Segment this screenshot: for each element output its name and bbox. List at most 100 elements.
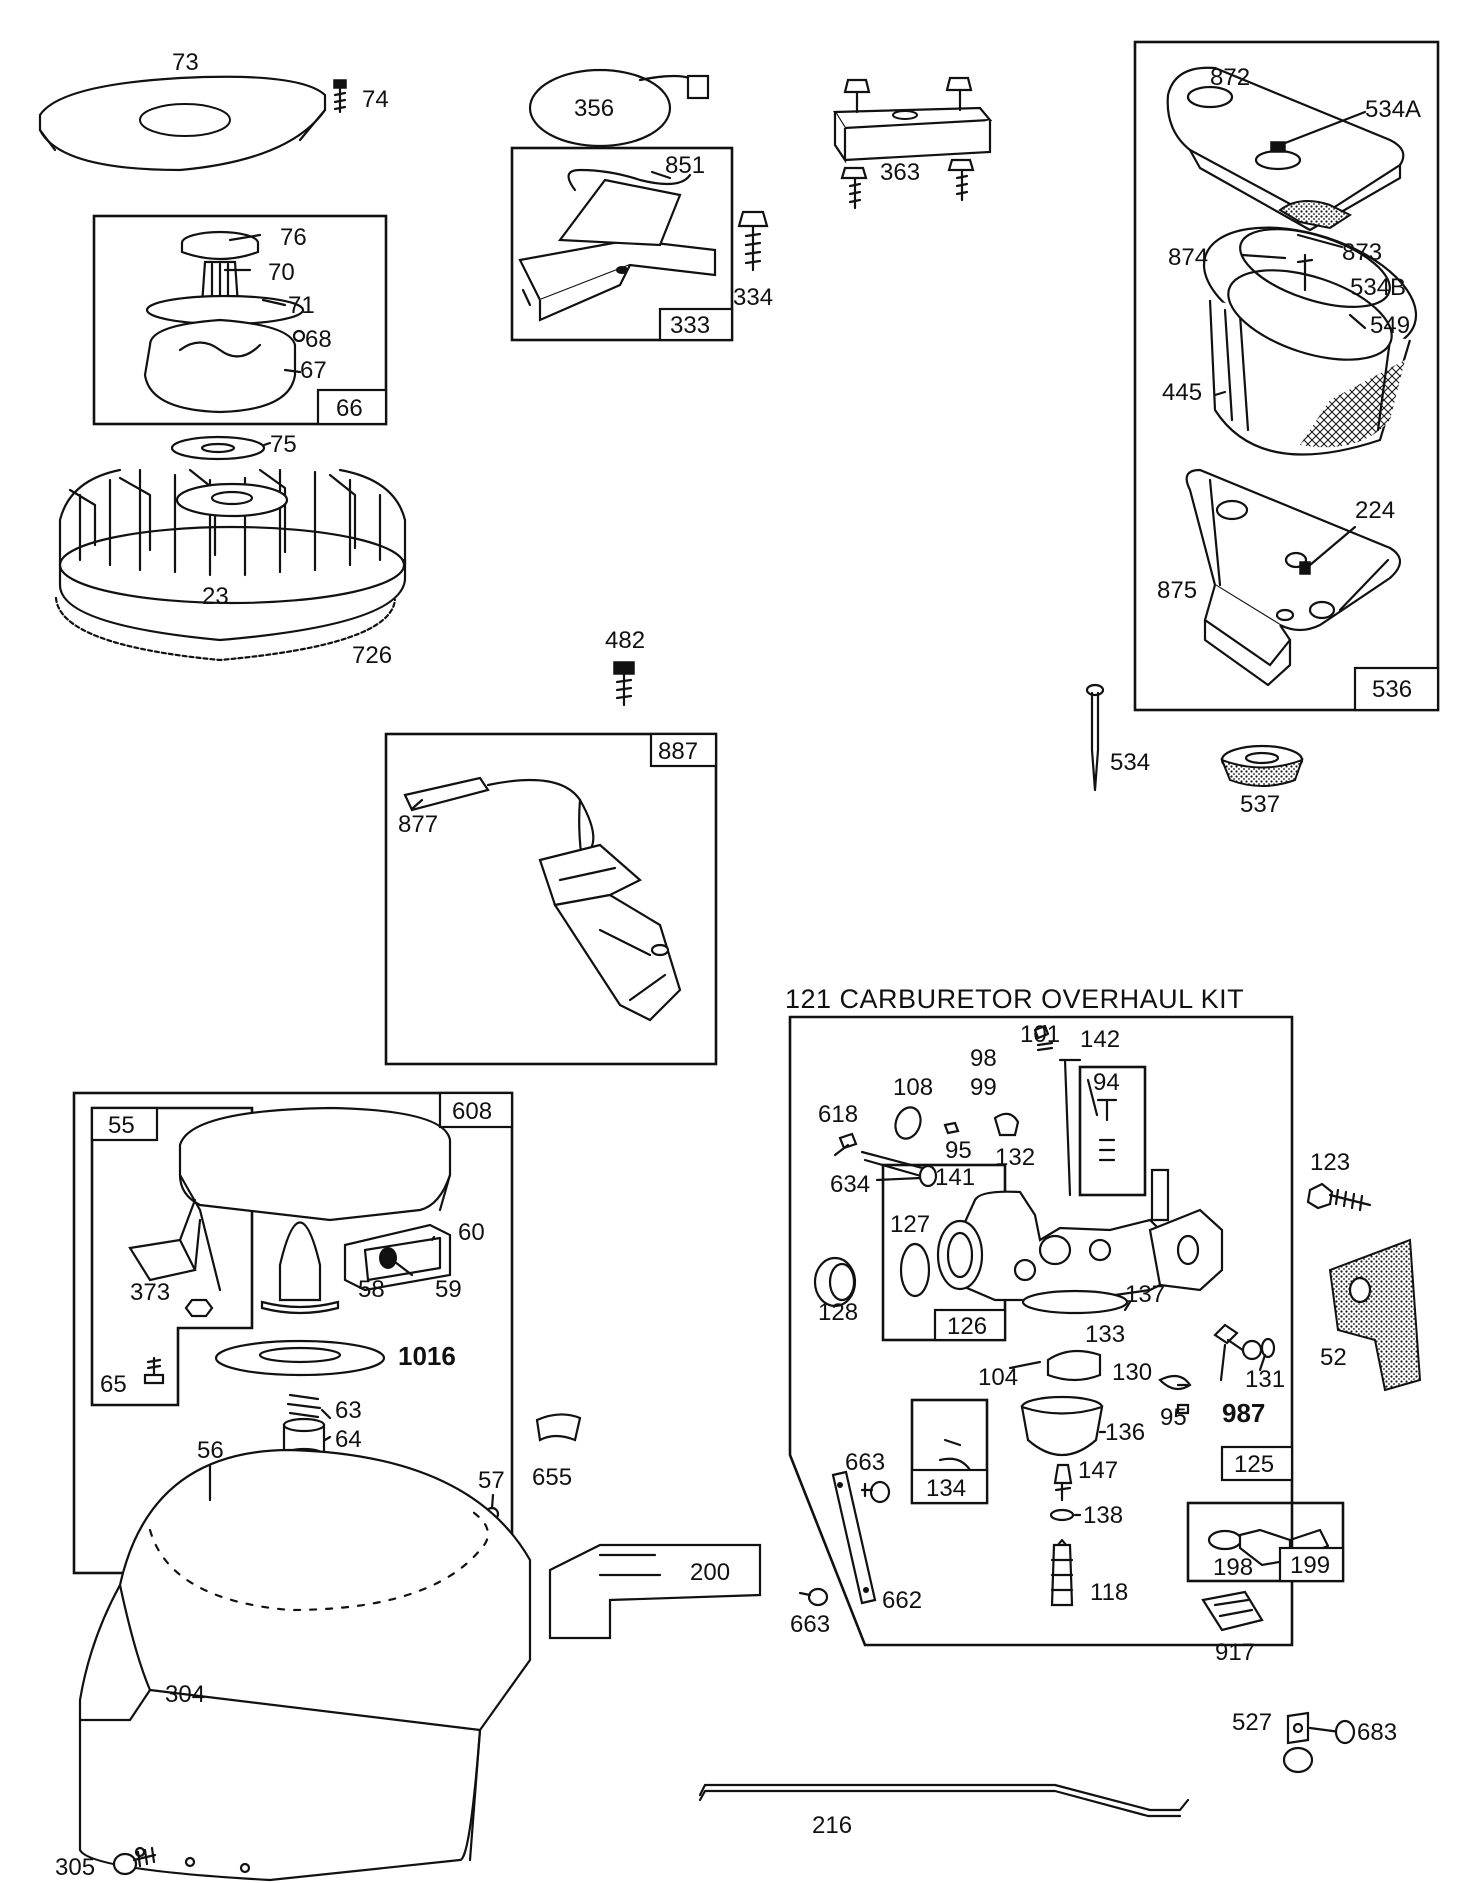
clamp-527-683-part xyxy=(1282,1711,1356,1774)
throttle-plate-108-part xyxy=(894,1106,922,1140)
label-136: 136 xyxy=(1105,1419,1145,1446)
grommet-537-part xyxy=(1220,744,1304,787)
label-59: 59 xyxy=(435,1276,462,1303)
label-1016: 1016 xyxy=(398,1341,456,1371)
label-987: 987 xyxy=(1222,1398,1265,1428)
label-663a: 663 xyxy=(845,1449,885,1476)
label-123: 123 xyxy=(1310,1149,1350,1176)
starter-housing-part xyxy=(128,1106,452,1318)
tag-125 xyxy=(1220,1445,1294,1482)
tag-199 xyxy=(1278,1546,1345,1583)
label-127: 127 xyxy=(890,1211,930,1238)
label-134: 134 xyxy=(926,1475,966,1502)
label-655: 655 xyxy=(532,1464,572,1491)
rod-534-part xyxy=(1085,683,1105,792)
spring-63-part xyxy=(286,1393,322,1419)
label-199: 199 xyxy=(1290,1552,1330,1579)
air-cleaner-cover-872-part xyxy=(1166,66,1405,232)
wire-356-part xyxy=(528,68,710,148)
tag-887 xyxy=(649,732,718,768)
tag-333 xyxy=(658,307,734,342)
carburetor-kit-title: 121 CARBURETOR OVERHAUL KIT xyxy=(785,984,1244,1014)
label-138: 138 xyxy=(1083,1502,1123,1529)
spring-134-part xyxy=(938,1438,972,1472)
label-56: 56 xyxy=(197,1437,224,1464)
label-482: 482 xyxy=(605,627,645,654)
label-133: 133 xyxy=(1085,1321,1125,1348)
air-cleaner-base-875-part xyxy=(1185,468,1402,687)
box-66 xyxy=(92,214,388,426)
gasket-127-part xyxy=(899,1242,931,1298)
primer-198-part xyxy=(1207,1528,1330,1567)
label-683: 683 xyxy=(1357,1719,1397,1746)
label-63: 63 xyxy=(335,1397,362,1424)
label-373: 373 xyxy=(130,1279,170,1306)
label-130: 130 xyxy=(1112,1359,1152,1386)
label-142: 142 xyxy=(1080,1026,1120,1053)
screw-305-part xyxy=(112,1846,157,1876)
label-98: 98 xyxy=(970,1045,997,1072)
label-108: 108 xyxy=(893,1074,933,1101)
needle-101-part xyxy=(1058,1058,1082,1197)
screw-65-part xyxy=(143,1356,165,1385)
label-101: 101 xyxy=(1020,1021,1060,1048)
label-95b: 95 xyxy=(1160,1404,1187,1431)
air-filter-445-part xyxy=(1202,226,1418,456)
nozzle-118-part xyxy=(1050,1538,1074,1607)
label-73: 73 xyxy=(172,49,199,76)
tag-66 xyxy=(316,388,388,426)
blower-housing-304-part xyxy=(78,1448,532,1882)
label-131: 131 xyxy=(1245,1366,1285,1393)
screw-98-99-part xyxy=(1033,1024,1054,1052)
label-534A: 534A xyxy=(1365,96,1421,123)
label-917: 917 xyxy=(1215,1639,1255,1666)
plate-130-part xyxy=(1158,1374,1192,1391)
label-200: 200 xyxy=(690,1559,730,1586)
screw-334-part xyxy=(737,210,769,272)
label-887: 887 xyxy=(658,738,698,765)
label-527: 527 xyxy=(1232,1709,1272,1736)
screw-94-part xyxy=(1096,1098,1118,1162)
float-bowl-gasket-137-part xyxy=(1021,1289,1129,1315)
leader-lines xyxy=(208,110,1367,1517)
label-872: 872 xyxy=(1210,64,1250,91)
label-66: 66 xyxy=(336,395,363,422)
label-104: 104 xyxy=(978,1364,1018,1391)
rotating-screen-part xyxy=(38,75,327,172)
cap-132-part xyxy=(993,1112,1020,1137)
label-537: 537 xyxy=(1240,791,1280,818)
screw-618-part xyxy=(838,1132,858,1150)
label-608: 608 xyxy=(452,1098,492,1125)
label-851: 851 xyxy=(665,152,705,179)
label-95: 95 xyxy=(945,1137,972,1164)
label-57: 57 xyxy=(478,1467,505,1494)
label-224: 224 xyxy=(1355,497,1395,524)
bushing-128-part xyxy=(813,1256,857,1308)
label-216: 216 xyxy=(812,1812,852,1839)
throttle-shaft-634-part xyxy=(860,1150,938,1188)
label-128: 128 xyxy=(818,1299,858,1326)
label-141: 141 xyxy=(935,1164,975,1191)
bracket-363-part xyxy=(833,76,993,210)
label-137: 137 xyxy=(1125,1281,1165,1308)
label-356: 356 xyxy=(574,95,614,122)
screw-987-131-part xyxy=(1213,1323,1276,1361)
label-334: 334 xyxy=(733,284,773,311)
label-58: 58 xyxy=(358,1276,385,1303)
label-726: 726 xyxy=(352,642,392,669)
label-65: 65 xyxy=(100,1371,127,1398)
label-64: 64 xyxy=(335,1426,362,1453)
label-445: 445 xyxy=(1162,379,1202,406)
link-52-part xyxy=(1328,1238,1422,1392)
label-99: 99 xyxy=(970,1074,997,1101)
label-618: 618 xyxy=(818,1101,858,1128)
box-94 xyxy=(1078,1065,1147,1197)
part-labels: 73 74 356 363 872 534A 851 334 333 76 70… xyxy=(55,49,1440,1881)
label-52: 52 xyxy=(1320,1344,1347,1371)
label-75: 75 xyxy=(270,431,297,458)
clip-917-part xyxy=(1201,1590,1264,1632)
label-536: 536 xyxy=(1372,676,1412,703)
baffle-200-part xyxy=(548,1543,762,1640)
label-67: 67 xyxy=(300,357,327,384)
